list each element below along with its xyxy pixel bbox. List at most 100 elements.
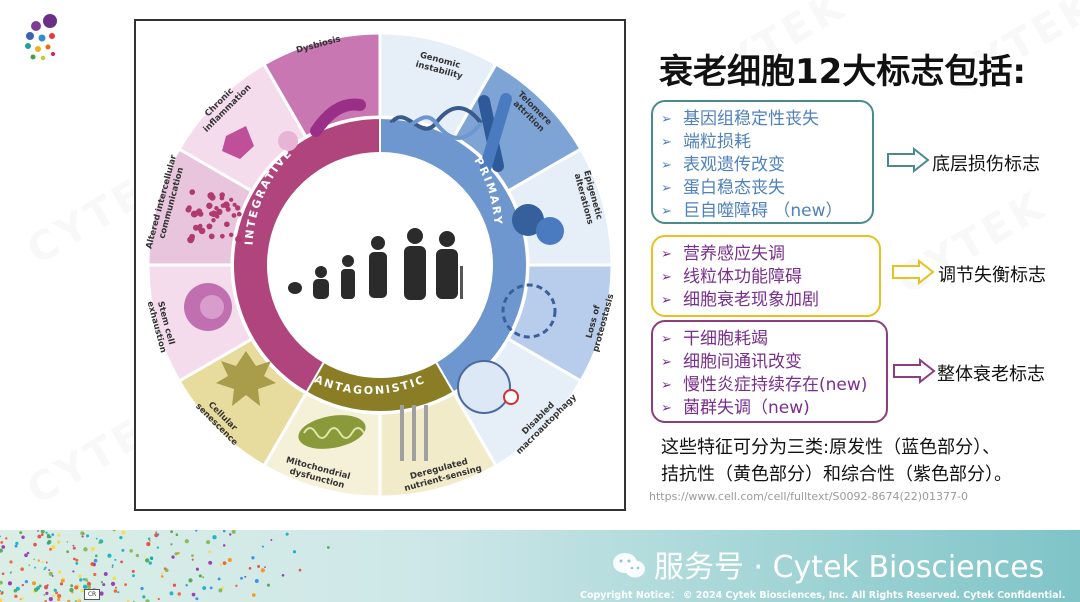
confetti-dot xyxy=(149,556,154,560)
confetti-dot xyxy=(73,557,76,561)
confetti-dot xyxy=(47,539,52,544)
confetti-dot xyxy=(43,568,46,571)
wechat-icon xyxy=(613,553,645,578)
confetti-dot xyxy=(257,565,261,568)
confetti-dot xyxy=(53,588,57,592)
confetti-dot xyxy=(140,586,144,591)
confetti-dot xyxy=(84,578,88,582)
confetti-dot xyxy=(209,586,213,590)
confetti-dot xyxy=(48,571,53,576)
confetti-dot xyxy=(281,573,285,577)
bacterium-icon xyxy=(310,98,366,137)
hallmark-group-integrative: ➢干细胞耗竭 ➢细胞间通讯改变 ➢慢性炎症持续存在(new) ➢菌群失调（new… xyxy=(651,320,888,423)
list-item: ➢慢性炎症持续存在(new) xyxy=(661,375,868,395)
confetti-dot xyxy=(114,558,117,561)
communication-dot xyxy=(196,208,203,215)
confetti-dot xyxy=(57,593,62,599)
list-item: ➢细胞衰老现象加剧 xyxy=(661,290,819,310)
inflammation-cell-icon xyxy=(222,126,298,159)
confetti-dot xyxy=(110,581,116,586)
copyright-notice: Copyright Notice： © 2024 Cytek Bioscienc… xyxy=(580,590,1066,601)
confetti-dot xyxy=(171,555,175,559)
confetti-dot xyxy=(98,541,101,545)
confetti-dot xyxy=(191,558,194,561)
confetti-dot xyxy=(146,542,151,547)
confetti-dot xyxy=(14,544,18,548)
confetti-dot xyxy=(188,578,193,583)
confetti-dot xyxy=(244,575,247,578)
confetti-dot xyxy=(26,551,30,555)
confetti-dot xyxy=(212,535,217,540)
summary-line: 这些特征可分为三类:原发性（蓝色部分）、 xyxy=(661,437,1001,458)
confetti-dot xyxy=(5,537,8,540)
confetti-dot xyxy=(227,557,232,563)
confetti-dot xyxy=(24,553,28,558)
confetti-dot xyxy=(41,561,44,564)
communication-dot xyxy=(219,195,225,201)
communication-dot xyxy=(209,194,216,201)
confetti-dot xyxy=(51,574,54,577)
confetti-dot xyxy=(177,551,180,555)
confetti-dot xyxy=(37,530,39,532)
confetti-dot xyxy=(147,537,151,540)
confetti-dot xyxy=(1,545,6,549)
confetti-dot xyxy=(217,577,221,581)
communication-dot xyxy=(197,223,203,229)
confetti-dot xyxy=(72,544,75,547)
cytek-logo xyxy=(25,14,57,61)
communication-dot xyxy=(216,208,223,216)
arrowhead-bullet-icon: ➢ xyxy=(661,270,672,285)
confetti-dot xyxy=(155,531,158,534)
confetti-dot xyxy=(57,533,61,537)
list-item: ➢端粒损耗 xyxy=(661,132,751,152)
communication-dot xyxy=(189,189,196,195)
confetti-dot xyxy=(55,591,59,595)
confetti-dot xyxy=(0,591,4,595)
confetti-dot xyxy=(107,553,112,558)
confetti-dot xyxy=(45,591,49,595)
confetti-dot xyxy=(195,567,200,571)
confetti-dot xyxy=(251,556,255,560)
confetti-dot xyxy=(148,539,151,542)
confetti-dot xyxy=(292,550,297,554)
color-dots-decoration xyxy=(0,530,330,602)
confetti-dot xyxy=(15,586,20,591)
confetti-dot xyxy=(86,534,90,538)
confetti-dot xyxy=(170,530,174,534)
confetti-dot xyxy=(49,547,52,551)
confetti-dot xyxy=(10,571,13,573)
arrowhead-bullet-icon: ➢ xyxy=(661,112,672,127)
communication-dot xyxy=(206,202,213,209)
confetti-dot xyxy=(156,546,159,549)
confetti-dot xyxy=(32,581,37,586)
communication-dot xyxy=(206,223,213,230)
confetti-dot xyxy=(156,533,160,536)
confetti-dot xyxy=(175,533,179,537)
confetti-dot xyxy=(131,569,135,573)
hallmarks-of-aging-figure: PRIMARY INTEGRATIVE ANTAGONISTIC Genomic… xyxy=(134,19,626,511)
arrowhead-bullet-icon: ➢ xyxy=(661,135,672,150)
communication-dot xyxy=(236,211,242,217)
confetti-dot xyxy=(48,569,51,572)
communication-dot xyxy=(222,201,230,209)
confetti-dot xyxy=(48,597,53,602)
confetti-dot xyxy=(40,533,44,537)
confetti-dot xyxy=(80,531,85,536)
confetti-dot xyxy=(195,530,198,532)
confetti-dot xyxy=(45,531,48,534)
confetti-dot xyxy=(75,561,79,565)
confetti-dot xyxy=(112,530,116,532)
confetti-dot xyxy=(326,546,330,549)
fork-knife-icon xyxy=(400,405,428,461)
confetti-dot xyxy=(121,548,125,552)
confetti-dot xyxy=(80,588,85,593)
confetti-dot xyxy=(222,561,227,566)
summary-line: 拮抗性（黄色部分）和综合性（紫色部分）。 xyxy=(661,464,1012,485)
confetti-dot xyxy=(124,583,127,587)
confetti-dot xyxy=(121,530,126,535)
confetti-dot xyxy=(191,592,196,597)
communication-dot xyxy=(185,206,192,213)
confetti-dot xyxy=(21,583,25,587)
maple-leaf-icon xyxy=(216,351,276,406)
confetti-dot xyxy=(21,535,25,540)
